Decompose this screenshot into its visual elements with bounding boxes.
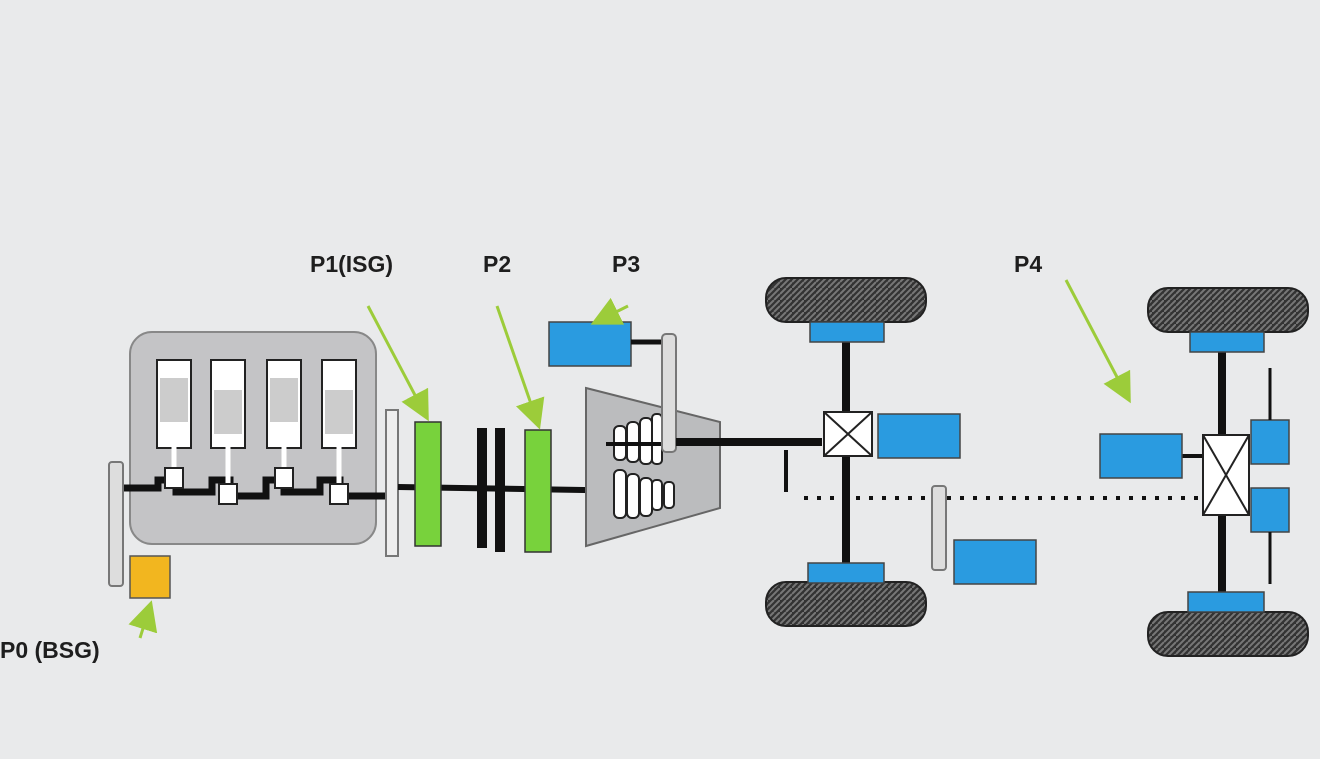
p3-arrow <box>590 297 629 325</box>
p3-motor <box>548 321 632 367</box>
cylinder <box>210 359 246 505</box>
wheel-icon <box>765 581 927 627</box>
wheel-side-motor <box>1250 419 1290 465</box>
cylinder <box>156 359 192 489</box>
wheel-icon <box>1147 287 1309 333</box>
p4-arrow <box>1064 279 1131 404</box>
p0-arrow <box>128 600 158 639</box>
differential-icon <box>1202 434 1250 516</box>
wheel-side-motor <box>1250 487 1290 533</box>
cylinder <box>321 359 357 505</box>
clutch-plate <box>477 428 487 548</box>
p1-arrow <box>366 305 429 422</box>
p3-belt <box>661 333 677 453</box>
p1-isg-motor <box>414 421 442 547</box>
flywheel <box>385 409 399 557</box>
p4-rear-motor <box>1099 433 1183 479</box>
label-p3: P3 <box>612 251 640 277</box>
clutch-plate <box>495 428 505 552</box>
hub-motor <box>1189 331 1265 353</box>
label-p4: P4 <box>1014 251 1042 277</box>
rear-belt <box>931 485 947 571</box>
hub-motor <box>809 321 885 343</box>
front-axle <box>765 277 961 627</box>
label-p0: P0 (BSG) <box>0 637 100 663</box>
cylinder <box>266 359 302 489</box>
gearbox-icon <box>585 386 721 548</box>
wheel-icon <box>765 277 927 323</box>
p0-bsg-motor <box>129 555 171 599</box>
p2-arrow <box>495 305 545 430</box>
front-axle-motor <box>877 413 961 459</box>
label-p2: P2 <box>483 251 511 277</box>
p2-motor <box>524 429 552 553</box>
label-p1: P1(ISG) <box>310 251 393 277</box>
hub-motor <box>807 562 885 584</box>
hub-motor <box>1187 591 1265 613</box>
engine <box>120 331 388 545</box>
wheel-icon <box>1147 611 1309 657</box>
propshaft-motor <box>953 539 1037 585</box>
rear-axle <box>1099 287 1309 657</box>
belt-pulley <box>108 461 124 587</box>
differential-icon <box>823 411 873 457</box>
